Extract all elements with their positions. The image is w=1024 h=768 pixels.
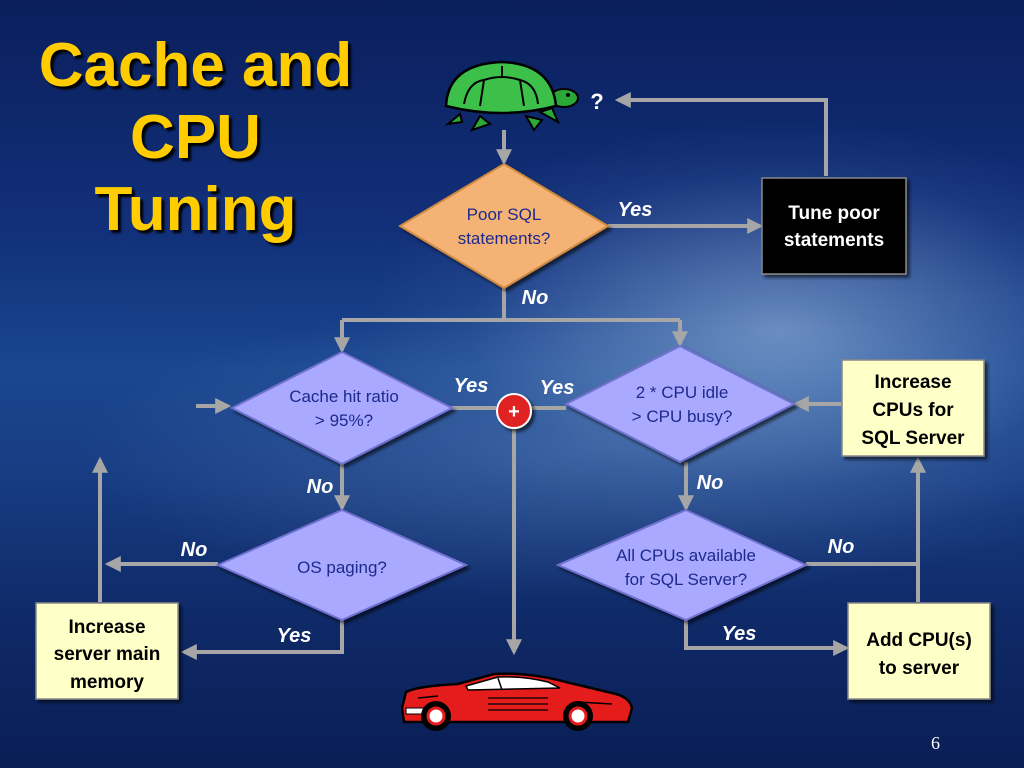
box-add-cpu: Add CPU(s) to server xyxy=(847,602,991,700)
connector-os-paging-yes xyxy=(180,620,344,660)
label-poor-sql-no: No xyxy=(522,287,549,309)
edge-labels: Yes No Yes Yes No No No No Yes Yes xyxy=(181,199,855,647)
label-all-cpus-yes: Yes xyxy=(722,623,757,645)
increase-memory-line-1: Increase xyxy=(68,617,145,638)
cpu-idle-line-2: > CPU busy? xyxy=(632,407,733,426)
increase-cpus-line-3: SQL Server xyxy=(861,428,965,449)
tune-poor-line-1: Tune poor xyxy=(788,203,880,224)
decision-cache-hit-ratio: Cache hit ratio > 95%? xyxy=(229,350,455,466)
increase-memory-line-2: server main xyxy=(54,644,161,665)
connectors xyxy=(92,92,926,660)
tune-poor-line-2: statements xyxy=(784,230,884,251)
os-paging-line-1: OS paging? xyxy=(297,558,387,577)
decision-poor-sql: Poor SQL statements? xyxy=(398,162,610,290)
cache-hit-line-1: Cache hit ratio xyxy=(289,387,399,406)
box-tune-poor-statements: Tune poor statements xyxy=(761,177,907,275)
add-cpu-line-1: Add CPU(s) xyxy=(866,630,972,651)
connector-all-cpus-yes xyxy=(684,620,850,656)
label-cpu-idle-no: No xyxy=(697,472,724,494)
increase-memory-line-3: memory xyxy=(70,672,144,693)
decision-os-paging: OS paging? xyxy=(215,508,469,622)
label-os-paging-no: No xyxy=(181,539,208,561)
box-increase-cpus: Increase CPUs for SQL Server xyxy=(841,359,985,457)
cpu-idle-line-1: 2 * CPU idle xyxy=(636,383,729,402)
all-cpus-line-2: for SQL Server? xyxy=(625,570,747,589)
poor-sql-line-1: Poor SQL xyxy=(467,205,542,224)
add-cpu-line-2: to server xyxy=(879,658,960,679)
cache-hit-line-2: > 95%? xyxy=(315,411,373,430)
label-poor-sql-yes: Yes xyxy=(618,199,653,221)
label-all-cpus-no: No xyxy=(828,536,855,558)
decision-all-cpus-available: All CPUs available for SQL Server? xyxy=(555,508,809,622)
title-line-2: CPU xyxy=(130,103,261,172)
all-cpus-line-1: All CPUs available xyxy=(616,546,756,565)
title-line-1: Cache and xyxy=(38,31,353,100)
label-cache-yes: Yes xyxy=(454,375,489,397)
plus-junction: + xyxy=(496,393,532,429)
box-increase-memory: Increase server main memory xyxy=(35,602,179,700)
label-cache-no: No xyxy=(307,476,334,498)
increase-cpus-line-2: CPUs for xyxy=(872,400,954,421)
junction-plus: + xyxy=(508,401,520,423)
label-cpu-idle-yes: Yes xyxy=(540,377,575,399)
slide-title: Cache and CPU Tuning xyxy=(18,30,373,246)
increase-cpus-line-1: Increase xyxy=(874,372,951,393)
turtle-icon xyxy=(444,60,579,132)
start-question-mark: ? xyxy=(590,89,603,114)
connector-tune-back-to-start xyxy=(614,92,828,176)
red-sports-car-icon xyxy=(400,672,634,731)
decision-cpu-idle: 2 * CPU idle > CPU busy? xyxy=(563,344,797,464)
label-os-paging-yes: Yes xyxy=(277,625,312,647)
title-line-3: Tuning xyxy=(94,175,297,244)
page-number: 6 xyxy=(931,733,940,753)
poor-sql-line-2: statements? xyxy=(458,229,551,248)
